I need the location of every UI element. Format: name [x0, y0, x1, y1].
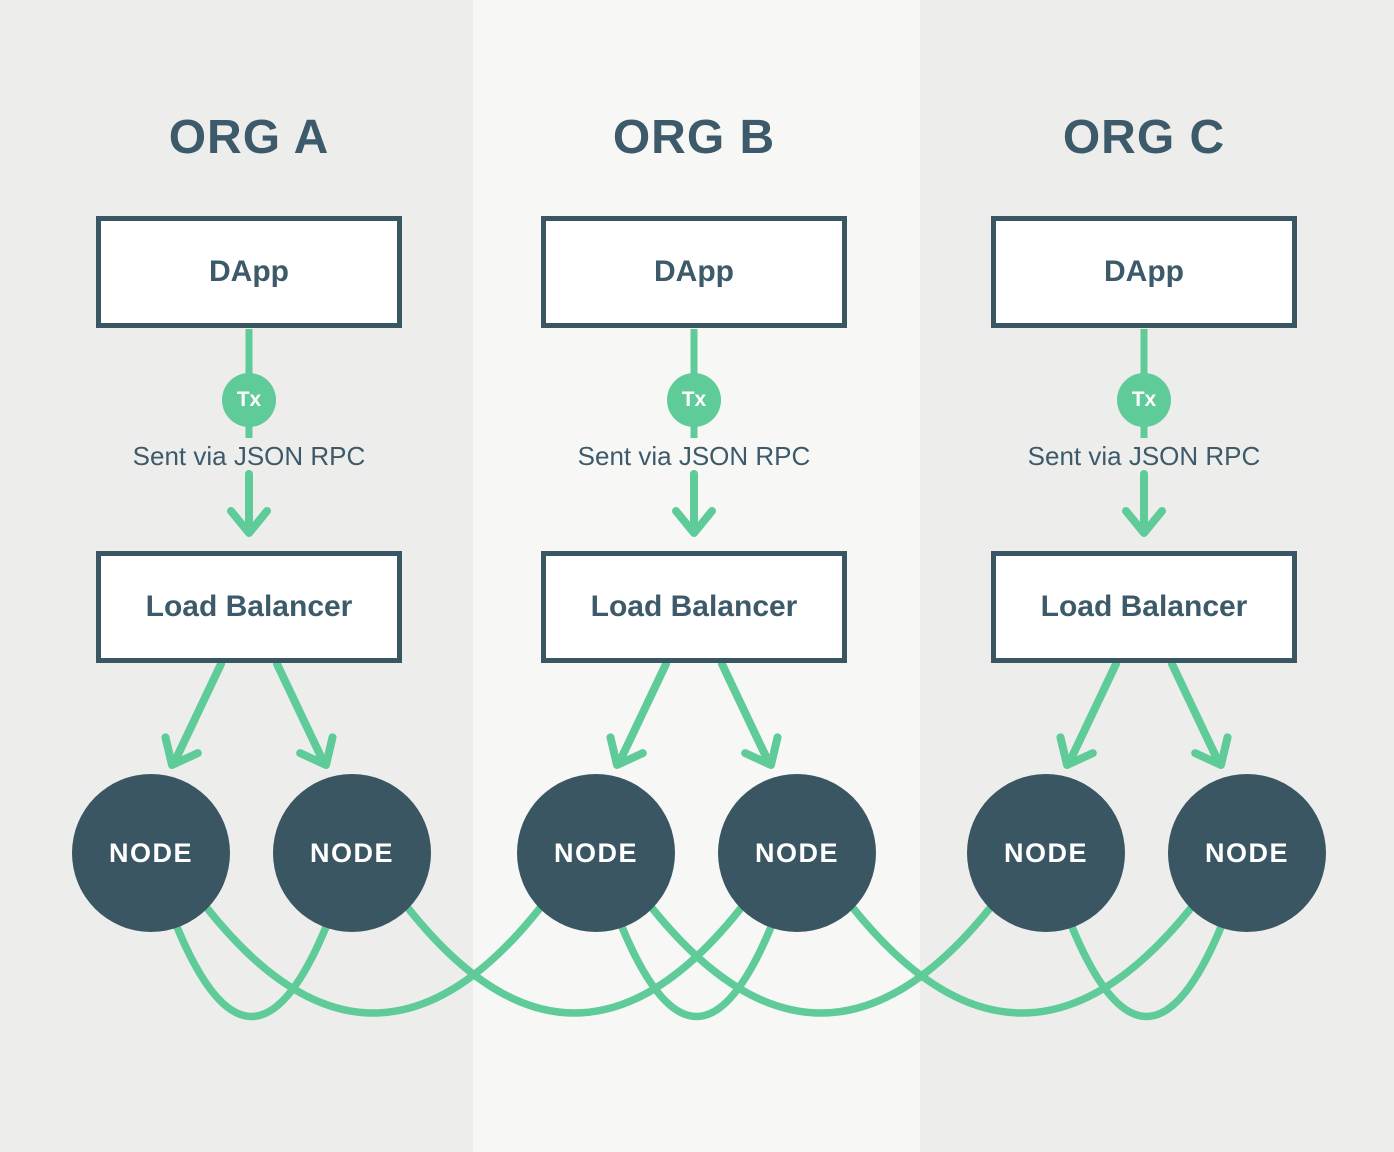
- org-c-lb-arrow-left-head: [1056, 733, 1097, 769]
- mesh-arc-a1-a2: [173, 923, 330, 1021]
- org-b-lb-arrow-left-head: [606, 733, 647, 769]
- org-c-lb-arrow-right-head: [1191, 733, 1232, 769]
- org-c-rpc-arrow-head: [1122, 507, 1166, 537]
- mesh-arc-c1-c2: [1068, 923, 1225, 1021]
- org-b-lb-arrow-right-shaft: [718, 660, 773, 767]
- mesh-arc-b1-b2: [618, 923, 775, 1021]
- org-b-lb-arrow-left-shaft: [615, 660, 670, 767]
- org-b-lb-arrow-right-head: [741, 733, 782, 769]
- org-c-lb-arrow-right-shaft: [1168, 660, 1223, 767]
- mesh-arc-a2-b2: [404, 904, 745, 1017]
- org-a-rpc-arrow-head: [227, 507, 271, 537]
- org-a-lb-arrow-right-shaft: [273, 660, 328, 767]
- org-a-lb-arrow-left-head: [161, 733, 202, 769]
- org-a-lb-arrow-left-shaft: [170, 660, 225, 767]
- org-b-rpc-arrow-head: [672, 507, 716, 537]
- mesh-arc-a1-b1: [203, 904, 544, 1017]
- mesh-arc-b2-c2: [849, 904, 1195, 1017]
- org-c-lb-arrow-left-shaft: [1065, 660, 1120, 767]
- org-a-lb-arrow-right-head: [296, 733, 337, 769]
- mesh-arc-b1-c1: [648, 904, 994, 1017]
